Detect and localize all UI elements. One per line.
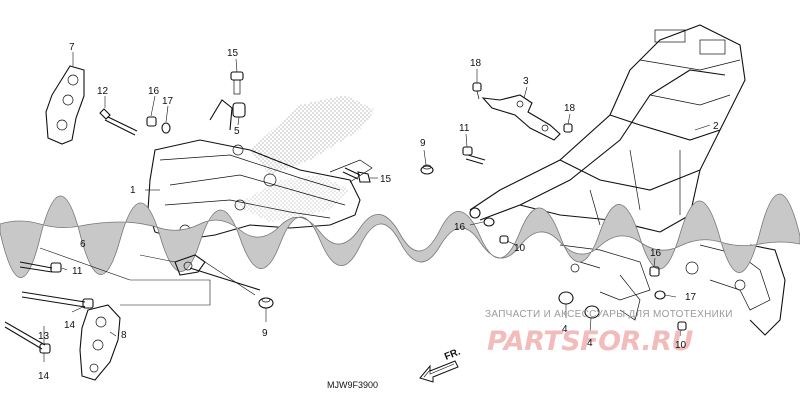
callout-17-upper: 17 [162,96,174,107]
part-10-nut-mid [499,235,509,244]
front-direction-label: FR. [443,346,462,362]
callout-9-upper: 9 [420,138,426,149]
part-18-bolt-left [472,82,482,100]
part-9-collar-lower [258,297,274,309]
callout-18-left: 18 [470,58,482,69]
part-11-bolt-upper [462,146,486,165]
callout-14-a: 14 [64,320,76,331]
part-3-bracket [481,94,561,141]
stipple-shading [235,95,375,222]
part-17-washer-upper [161,122,171,134]
callout-11-lower: 11 [72,266,83,277]
part-8-bracket [79,304,121,381]
callout-4-a: 4 [562,324,568,335]
callout-13: 13 [38,331,50,342]
callout-18-right: 18 [564,103,576,114]
part-16-nut-lower [649,266,660,277]
callout-16-lower: 16 [650,248,662,259]
part-9-collar-upper [420,164,434,175]
part-1-subframe [147,99,373,241]
part-13-bolt [4,321,51,354]
part-16-nut-upper [146,116,157,127]
callout-16-middle: 16 [454,222,466,233]
guide-lines-lower [39,247,256,306]
callout-15-upper: 15 [227,48,239,59]
part-15-bolt-upper [230,71,244,95]
callout-10-lower: 10 [675,340,687,351]
callout-12: 12 [97,86,109,97]
callout-3: 3 [523,76,529,87]
callout-8: 8 [121,330,127,341]
callout-11-upper: 11 [459,123,470,134]
part-14-bolt-a [21,291,94,309]
part-4-collar-b [584,305,600,319]
part-18-bolt-right [563,123,573,133]
part-15-bolt-middle [342,167,371,183]
callout-7: 7 [69,42,75,53]
leader-lines [43,52,711,362]
front-direction-arrow: FR. [419,346,462,383]
part-2-main-frame [469,24,786,336]
callout-2: 2 [713,121,719,132]
part-16-nut-mid [483,217,495,227]
callout-16-upper: 16 [148,86,160,97]
callout-9-lower: 9 [262,328,268,339]
callout-14-b: 14 [38,371,50,382]
part-5-collar [232,102,246,118]
callout-1: 1 [130,185,136,196]
callout-17-lower: 17 [685,292,697,303]
callout-6: 6 [80,239,86,250]
watermark-brand: PARTSFOR.RU [487,326,693,357]
part-6-link [174,254,261,291]
part-4-collar-a [558,291,574,305]
callout-10-middle: 10 [514,243,526,254]
diagram-code: MJW9F3900 [327,380,378,390]
part-12-bolt [99,108,138,136]
callout-4-b: 4 [587,338,593,349]
callout-15-middle: 15 [380,174,392,185]
part-17-washer-lower [654,290,666,300]
part-10-bolt-lower [677,321,687,331]
part-11-bolt-lower [19,261,62,273]
callout-labels: 7 15 12 16 17 5 1 15 9 11 18 3 18 2 16 1… [38,42,719,382]
watermark-tagline: ЗАПЧАСТИ И АКСЕССУАРЫ ДЛЯ МОТОТЕХНИКИ [485,309,733,320]
callout-5: 5 [234,126,240,137]
part-7-bracket [45,65,85,145]
